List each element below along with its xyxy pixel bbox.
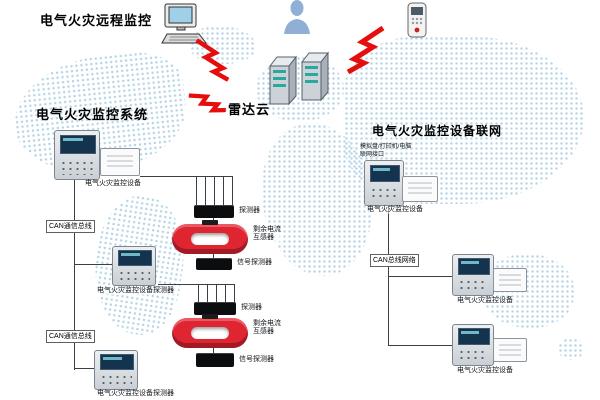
device-screen	[369, 164, 401, 183]
can-bus-line	[388, 204, 389, 346]
monitor-device	[452, 254, 494, 296]
device-label: 电气火灾监控设备	[366, 206, 424, 215]
detector-box	[194, 302, 236, 315]
device-buttons	[118, 269, 150, 282]
current-transformer	[172, 314, 248, 348]
feeder-line	[232, 176, 233, 205]
device-screen	[118, 250, 152, 266]
branch-line	[388, 276, 452, 277]
device-label: 电气火灾监控设备	[456, 297, 514, 306]
peripheral-note-line2: 联网接口	[360, 151, 385, 158]
title-device-network: 电气火灾监控设备联网	[372, 124, 503, 138]
detector-label: 探测器	[238, 207, 261, 216]
bus-label: CAN通信总线	[46, 220, 95, 233]
monitor-device	[452, 324, 494, 366]
transformer-label: 剩余电流 互感器	[252, 226, 282, 243]
handheld-detector-icon	[407, 2, 427, 38]
feeder-line	[140, 176, 233, 177]
device-buttons	[457, 349, 489, 362]
monitor-device	[54, 130, 100, 180]
device-screen	[100, 354, 134, 370]
transformer-label-line2: 互感器	[253, 328, 274, 336]
connector-line	[213, 254, 214, 259]
peripheral-note-line1: 模拟盘/打印机/电脑	[360, 144, 412, 150]
detector-box	[196, 353, 234, 367]
feeder-line	[234, 284, 235, 302]
detector-label: 信号探测器	[238, 356, 275, 365]
person-icon	[284, 0, 310, 34]
map-region	[558, 338, 584, 360]
bus-label: CAN通信总线	[46, 330, 95, 343]
monitor-device	[112, 246, 156, 286]
bus-label: CAN总线网络	[370, 254, 419, 267]
transformer-label-line1: 剩余电流	[253, 226, 281, 233]
feeder-line	[225, 284, 226, 302]
peripheral-note: 模拟盘/打印机/电脑 联网接口	[360, 144, 411, 159]
connector-line	[213, 348, 214, 353]
transformer-label: 剩余电流 互感器	[252, 320, 282, 337]
transformer-label-line1: 剩余电流	[253, 320, 281, 327]
device-screen	[457, 258, 491, 275]
feeder-line	[158, 284, 235, 285]
device-buttons	[369, 187, 399, 202]
feeder-line	[223, 176, 224, 205]
device-screen	[457, 328, 491, 345]
feeder-line	[205, 176, 206, 205]
feeder-line	[214, 176, 215, 205]
accessory-module	[100, 148, 140, 176]
title-cloud: 雷达云	[228, 102, 271, 117]
feeder-line	[207, 284, 208, 302]
device-label: 电气火灾监控设备探测器	[96, 390, 175, 399]
branch-line	[74, 264, 112, 265]
accessory-module	[402, 176, 438, 202]
desktop-computer-icon	[161, 3, 208, 44]
detector-label: 探测器	[240, 304, 263, 313]
feeder-line	[196, 176, 197, 205]
detector-label: 信号探测器	[236, 259, 273, 268]
feeder-line	[216, 284, 217, 302]
lightning-bolt-icon	[188, 93, 226, 113]
device-buttons	[100, 373, 132, 386]
feeder-line	[198, 284, 199, 302]
device-screen	[60, 134, 96, 155]
title-remote-monitoring: 电气火灾远程监控	[40, 13, 153, 28]
branch-line	[74, 368, 94, 369]
lightning-bolt-icon	[195, 38, 230, 82]
accessory-module	[493, 268, 527, 292]
device-buttons	[60, 159, 94, 176]
accessory-module	[493, 338, 527, 362]
can-bus-line	[74, 178, 75, 370]
current-transformer	[172, 220, 248, 254]
device-label: 电气火灾监控设备探测器	[96, 287, 175, 296]
cloud-server-icon	[268, 51, 330, 106]
monitor-device	[94, 350, 138, 390]
monitor-device	[364, 160, 404, 206]
detector-box	[196, 258, 232, 270]
title-monitoring-system: 电气火灾监控系统	[36, 107, 149, 122]
device-buttons	[457, 279, 489, 292]
device-label: 电气火灾监控设备	[456, 367, 514, 376]
branch-line	[388, 345, 452, 346]
transformer-label-line2: 互感器	[253, 234, 274, 242]
detector-box	[194, 205, 234, 218]
lightning-bolt-icon	[346, 25, 385, 75]
device-label: 电气火灾监控设备	[84, 180, 142, 189]
